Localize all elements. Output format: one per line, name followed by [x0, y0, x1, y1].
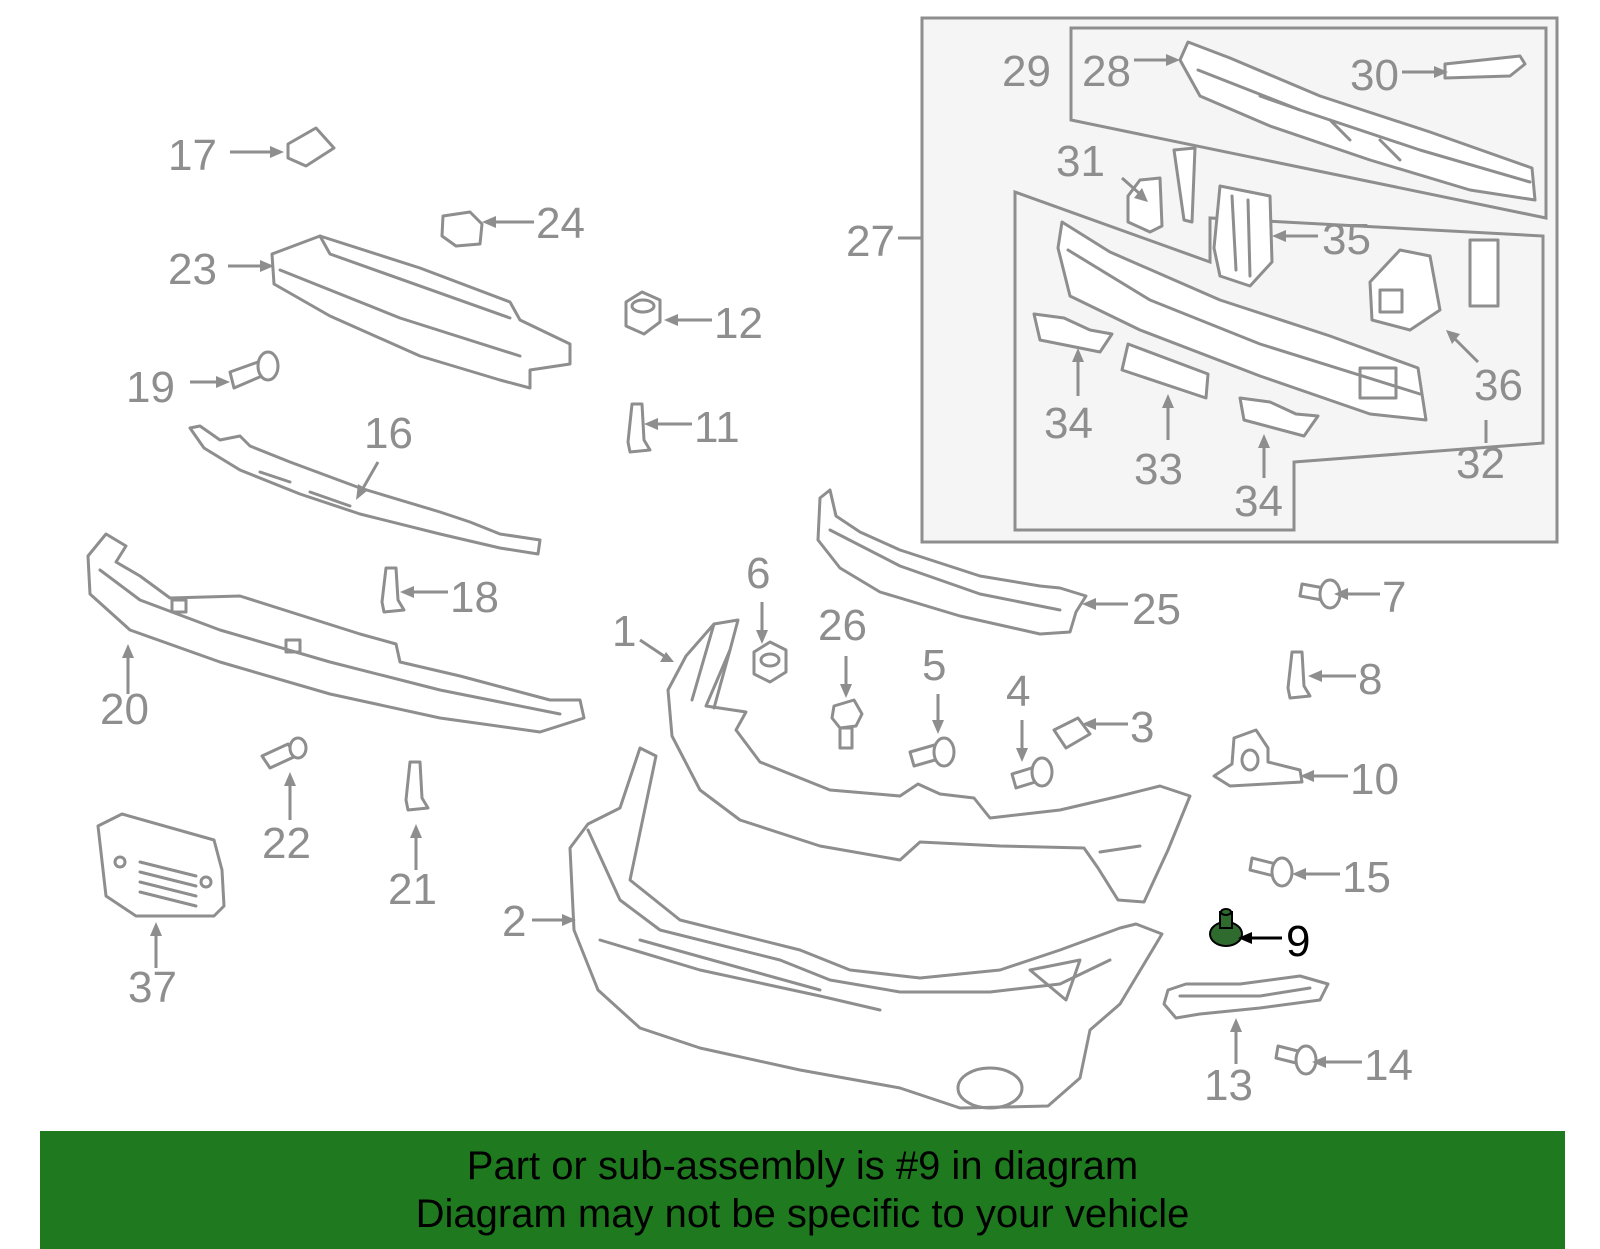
- callout-21: 21: [388, 865, 437, 914]
- callout-19: 19: [126, 363, 175, 412]
- info-banner: Part or sub-assembly is #9 in diagram Di…: [40, 1131, 1565, 1249]
- part-34-right-deflector: [1238, 396, 1320, 438]
- part-5-screw: [908, 736, 956, 768]
- leader-arrows: [122, 54, 1488, 1068]
- part-19-bolt: [228, 350, 280, 390]
- callout-29: 29: [1002, 47, 1051, 96]
- callout-15: 15: [1342, 853, 1391, 902]
- callout-labels: 17 24 23 12 19 11 16 18 20 22 21 37 1 2 …: [100, 47, 1523, 1110]
- part-33-deflector: [1120, 342, 1210, 400]
- callout-34-left: 34: [1044, 399, 1093, 448]
- callout-11: 11: [694, 403, 740, 452]
- part-20-lower-air-deflector: [86, 532, 586, 734]
- part-28-upper-tie-bar: [1178, 40, 1537, 202]
- callout-36: 36: [1474, 361, 1523, 410]
- part-1-upper-fascia: [666, 618, 1192, 904]
- callout-14: 14: [1364, 1041, 1413, 1090]
- part-26-bolt: [830, 698, 864, 750]
- part-23-energy-absorber: [270, 234, 572, 390]
- banner-line-2: Diagram may not be specific to your vehi…: [415, 1192, 1190, 1236]
- part-18-pin: [380, 566, 406, 614]
- part-22-push-pin: [260, 736, 308, 770]
- callout-23: 23: [168, 245, 217, 294]
- part-14-screw: [1274, 1044, 1318, 1076]
- part-34-left-deflector: [1032, 312, 1114, 354]
- callout-35: 35: [1322, 215, 1371, 264]
- callout-34-right: 34: [1234, 477, 1283, 526]
- callout-31: 31: [1056, 137, 1105, 186]
- callout-33: 33: [1134, 445, 1183, 494]
- callout-12: 12: [714, 299, 763, 348]
- callout-37: 37: [128, 963, 177, 1012]
- callout-10: 10: [1350, 755, 1399, 804]
- part-8-pin: [1286, 650, 1312, 700]
- callout-1: 1: [612, 607, 636, 656]
- callout-7: 7: [1382, 573, 1406, 622]
- part-9-highlighted-clip: [1209, 908, 1243, 947]
- callout-30: 30: [1350, 51, 1399, 100]
- part-6-nut: [752, 640, 788, 684]
- callout-20: 20: [100, 685, 149, 734]
- callout-8: 8: [1358, 655, 1382, 704]
- part-12-nut: [624, 290, 662, 336]
- part-30-bracket: [1443, 54, 1527, 80]
- callout-3: 3: [1130, 703, 1154, 752]
- part-3-pad: [1052, 716, 1092, 750]
- callout-13: 13: [1204, 1061, 1253, 1110]
- callout-22: 22: [262, 819, 311, 868]
- part-13-bracket: [1162, 974, 1330, 1020]
- callout-26: 26: [818, 601, 867, 650]
- callout-9-highlighted: 9: [1286, 917, 1310, 966]
- callout-28: 28: [1082, 47, 1131, 96]
- callout-25: 25: [1132, 585, 1181, 634]
- callout-24: 24: [536, 199, 585, 248]
- part-37-license-bracket: [96, 812, 226, 918]
- banner-line-1: Part or sub-assembly is #9 in diagram: [466, 1144, 1139, 1188]
- callout-2: 2: [502, 897, 526, 946]
- part-11-pin: [626, 402, 652, 454]
- part-35-bracket: [1212, 184, 1274, 288]
- part-36-absorber-bracket: [1368, 238, 1500, 332]
- callout-18: 18: [450, 573, 499, 622]
- part-25-absorber: [816, 488, 1088, 636]
- part-10-bracket: [1212, 728, 1304, 788]
- callout-4: 4: [1006, 667, 1030, 716]
- callout-27: 27: [846, 217, 895, 266]
- part-7-screw: [1298, 578, 1342, 610]
- part-15-screw: [1248, 856, 1294, 888]
- part-24-pad: [440, 210, 484, 248]
- part-21-pin: [404, 760, 430, 812]
- callout-5: 5: [922, 641, 946, 690]
- part-17-clip: [286, 126, 336, 168]
- part-4-screw: [1010, 756, 1054, 790]
- callout-32: 32: [1456, 439, 1505, 488]
- callout-17: 17: [168, 131, 217, 180]
- part-32-bumper-reinforcement: [1056, 220, 1428, 422]
- callout-16: 16: [364, 409, 413, 458]
- part-2-lower-fascia: [568, 746, 1164, 1110]
- banner-background: [40, 1131, 1565, 1249]
- callout-6: 6: [746, 549, 770, 598]
